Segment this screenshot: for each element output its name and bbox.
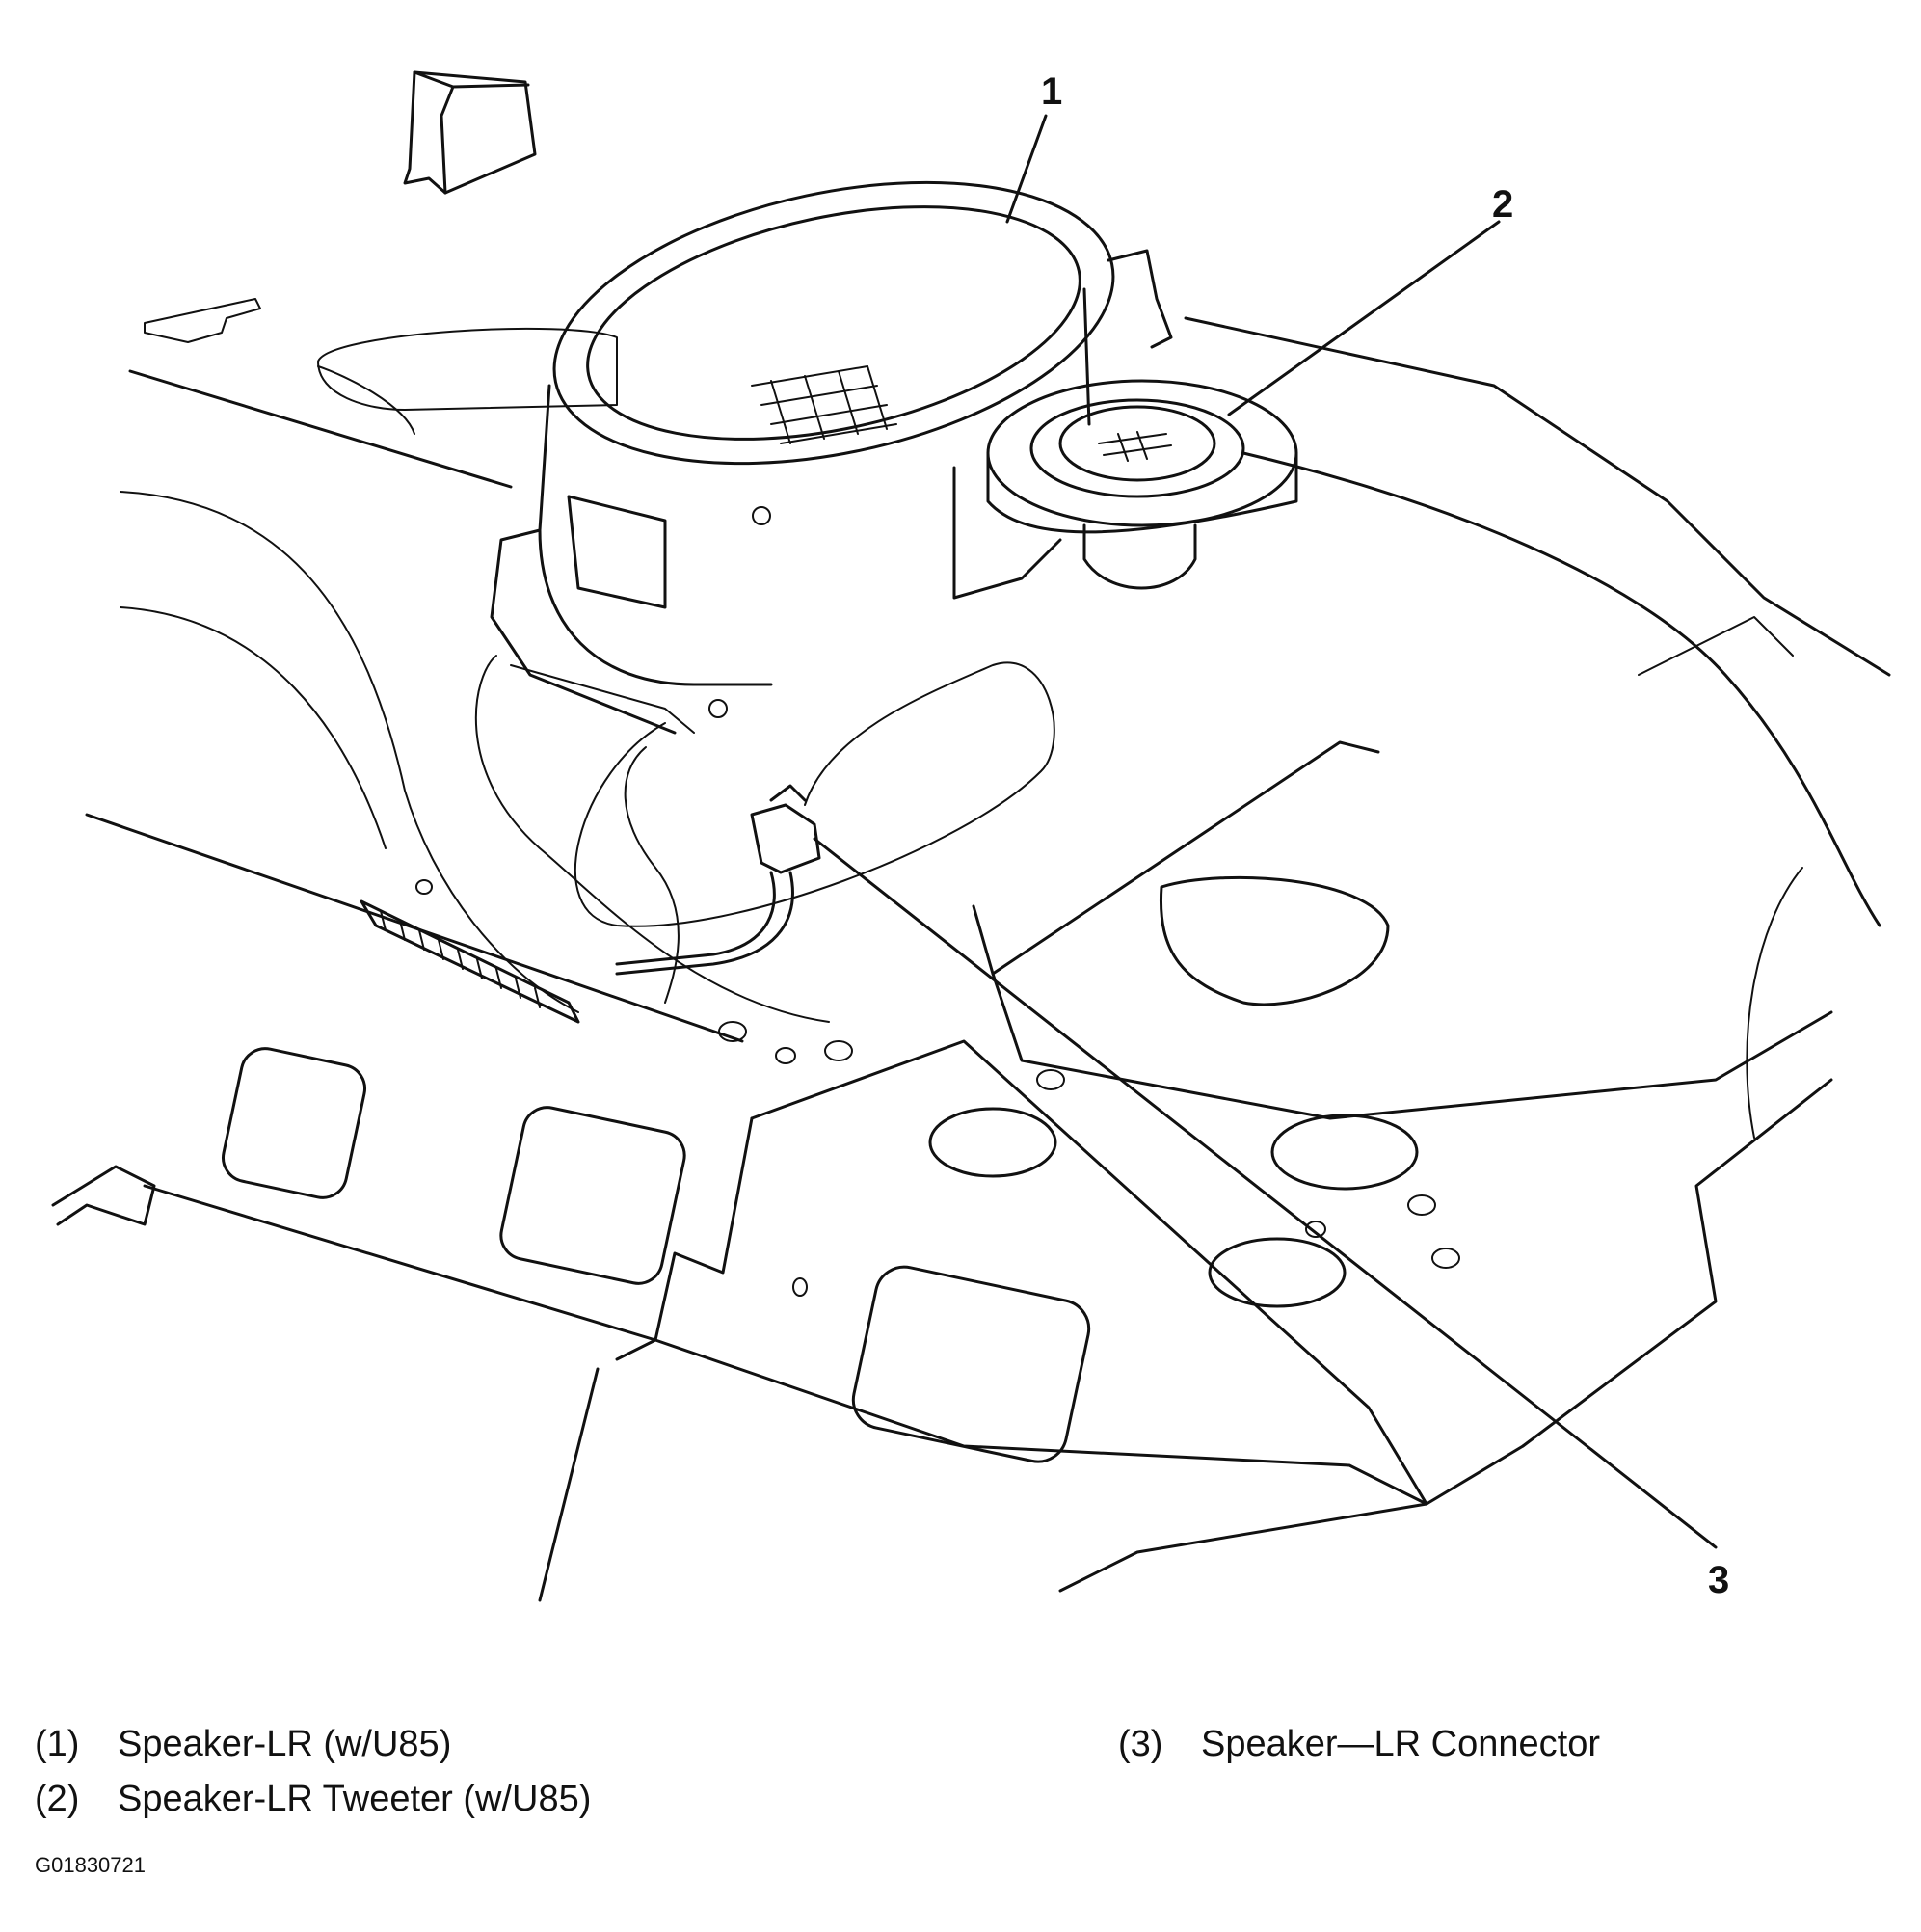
legend-item-2: (2) Speaker-LR Tweeter (w/U85) xyxy=(35,1779,591,1820)
speaker-location-diagram: 1 2 3 xyxy=(51,70,1891,1602)
legend-item-2-label: Speaker-LR Tweeter (w/U85) xyxy=(118,1779,592,1819)
access-holes xyxy=(222,875,1460,1463)
legend-item-2-number: (2) xyxy=(35,1779,80,1819)
legend-item-3-number: (3) xyxy=(1118,1724,1163,1764)
leader-lines xyxy=(813,114,1718,1549)
speaker-lr xyxy=(490,180,1173,735)
callout-1: 1 xyxy=(1041,70,1062,113)
callout-2: 2 xyxy=(1492,183,1513,226)
speaker-lr-connector xyxy=(360,655,1055,1024)
legend-item-3: (3) Speaker—LR Connector xyxy=(1118,1724,1600,1765)
rear-shelf-outline xyxy=(51,298,1891,1602)
legend-item-1: (1) Speaker-LR (w/U85) xyxy=(35,1724,451,1765)
speaker-lr-tweeter xyxy=(952,379,1298,600)
legend-item-1-number: (1) xyxy=(35,1724,80,1764)
callout-3: 3 xyxy=(1708,1559,1729,1601)
front-direction-arrow-icon xyxy=(403,70,537,195)
legend-item-1-label: Speaker-LR (w/U85) xyxy=(118,1724,452,1764)
figure-code: G01830721 xyxy=(35,1853,146,1877)
legend-item-3-label: Speaker—LR Connector xyxy=(1201,1724,1600,1764)
